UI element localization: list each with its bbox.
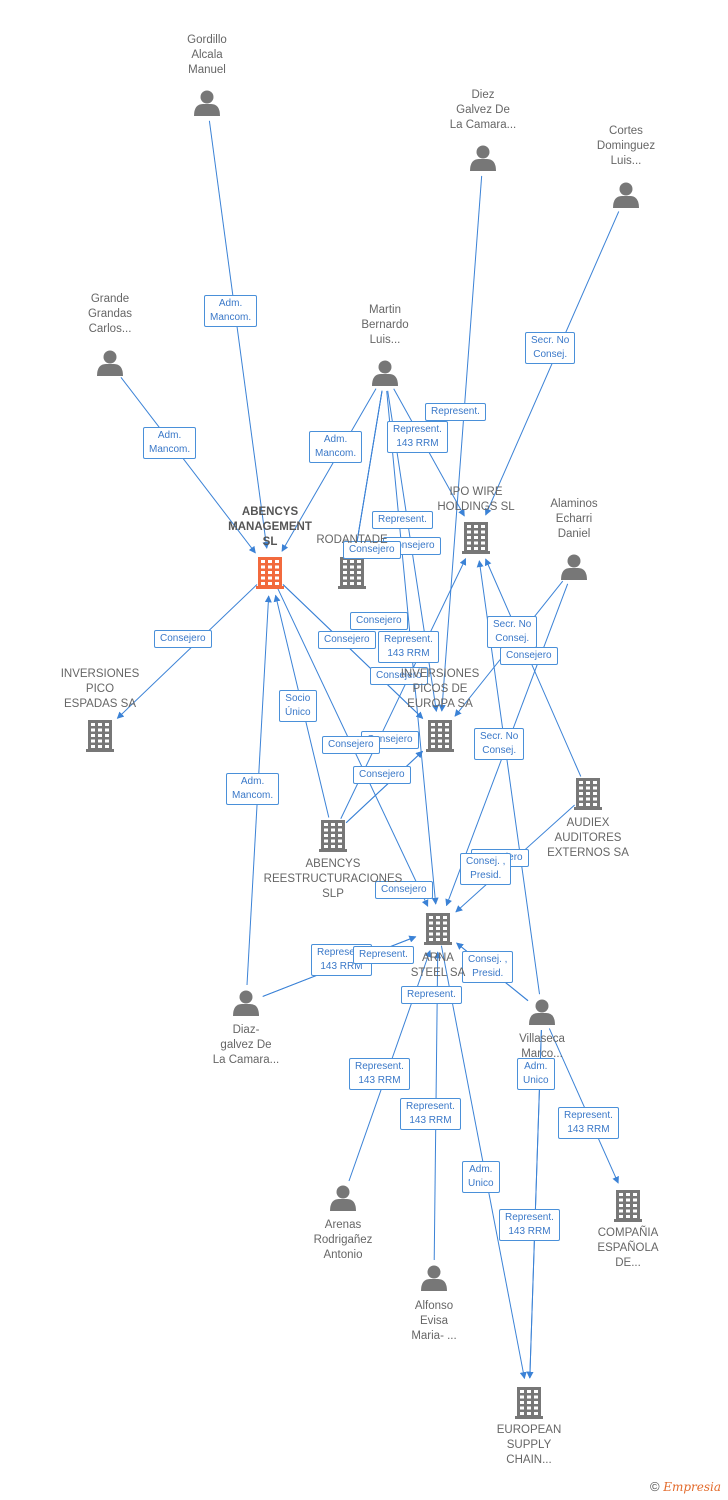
node-label-arna[interactable]: ARNA STEEL SA (410, 952, 466, 979)
node-label-audiex[interactable]: AUDIEX AUDITORES EXTERNOS SA (547, 817, 629, 859)
building-icon[interactable] (614, 1190, 642, 1222)
edge-line (208, 120, 270, 549)
building-icon[interactable] (86, 720, 114, 752)
node-label-inv_pico[interactable]: INVERSIONES PICO ESPADAS SA (60, 668, 140, 710)
person-icon[interactable] (372, 360, 398, 387)
edge-label[interactable]: Consejero (500, 647, 558, 665)
building-icon[interactable] (424, 913, 452, 945)
edge-label[interactable]: Adm. Mancom. (204, 295, 258, 327)
edge-label[interactable]: Adm. Mancom. (143, 427, 197, 459)
edge-label[interactable]: Represent. 143 RRM (400, 1098, 461, 1130)
edge-label[interactable]: Adm. Mancom. (309, 431, 363, 463)
building-icon[interactable] (574, 778, 602, 810)
edge-label[interactable]: Consejero (353, 766, 411, 784)
edge-label[interactable]: Secr. No Consej. (525, 332, 576, 364)
node-label-grande[interactable]: Grande Grandas Carlos... (87, 293, 133, 335)
edge-label[interactable]: Consejero (318, 631, 376, 649)
edge-label[interactable]: Represent. (372, 511, 433, 529)
node-label-rodantade[interactable]: RODANTADE (316, 534, 388, 546)
node-label-ipo[interactable]: IPO WIRE HOLDINGS SL (437, 486, 515, 513)
person-icon[interactable] (194, 90, 220, 117)
brand-name: Empresia (663, 1480, 722, 1494)
edge-label[interactable]: Consejero (154, 630, 212, 648)
person-icon[interactable] (561, 554, 587, 581)
building-icon[interactable] (338, 557, 366, 589)
edge-label[interactable]: Consej. , Presid. (462, 951, 514, 983)
node-label-european[interactable]: EUROPEAN SUPPLY CHAIN... (496, 1424, 562, 1466)
edge-line (548, 1028, 619, 1184)
person-icon[interactable] (97, 350, 123, 377)
person-icon[interactable] (233, 990, 259, 1017)
edge-label[interactable]: Consej. , Presid. (460, 853, 512, 885)
person-icon[interactable] (330, 1185, 356, 1212)
node-label-abencys_mgmt[interactable]: ABENCYS MANAGEMENT SL (228, 506, 312, 548)
edge-line (345, 750, 423, 824)
person-icon[interactable] (613, 182, 639, 209)
edge-label[interactable]: Secr. No Consej. (474, 728, 525, 760)
edge-label[interactable]: Consejero (343, 541, 401, 559)
node-label-gordillo[interactable]: Gordillo Alcala Manuel (187, 34, 227, 76)
edge-line (438, 175, 483, 712)
edge-label[interactable]: Represent. (401, 986, 462, 1004)
edge-label[interactable]: Socio Único (279, 690, 317, 722)
edge-line (120, 376, 256, 554)
focus-company-icon[interactable] (256, 557, 284, 589)
node-label-cortes[interactable]: Cortes Dominguez Luis... (596, 125, 656, 167)
node-label-martin[interactable]: Martin Bernardo Luis... (361, 304, 409, 346)
person-icon[interactable] (470, 145, 496, 172)
footer-brand[interactable]: © Empresia (650, 1479, 721, 1494)
building-icon[interactable] (426, 720, 454, 752)
building-icon[interactable] (462, 522, 490, 554)
edge-label[interactable]: Adm. Unico (462, 1161, 500, 1193)
node-label-diez[interactable]: Diez Galvez De La Camara... (449, 89, 517, 131)
node-label-villaseca[interactable]: Villaseca Marco... (519, 1033, 565, 1060)
edge-label[interactable]: Adm. Unico (517, 1058, 555, 1090)
copyright-symbol: © (650, 1479, 660, 1494)
node-label-abencys_reest[interactable]: ABENCYS REESTRUCTURACIONES SLP (263, 858, 403, 900)
person-icon[interactable] (421, 1265, 447, 1292)
edge-label[interactable]: Represent. 143 RRM (387, 421, 448, 453)
edge-label[interactable]: Consejero (350, 612, 408, 630)
edge-label[interactable]: Consejero (375, 881, 433, 899)
edge-label[interactable]: Represent. 143 RRM (349, 1058, 410, 1090)
node-label-diaz[interactable]: Diaz- galvez De La Camara... (212, 1024, 280, 1066)
node-label-inv_picos_europa[interactable]: INVERSIONES PICOS DE EUROPA SA (400, 668, 480, 710)
node-label-alfonso[interactable]: Alfonso Evisa Maria- ... (411, 1300, 457, 1342)
node-label-arenas[interactable]: Arenas Rodrigañez Antonio (313, 1219, 373, 1261)
edge-label[interactable]: Secr. No Consej. (487, 616, 538, 648)
building-icon[interactable] (319, 820, 347, 852)
node-label-compania[interactable]: COMPAÑIA ESPAÑOLA DE... (597, 1227, 659, 1269)
edge-label[interactable]: Represent. (425, 403, 486, 421)
edge-line (353, 390, 383, 550)
person-icon[interactable] (529, 999, 555, 1026)
node-label-alaminos[interactable]: Alaminos Echarri Daniel (550, 498, 598, 540)
edge-label[interactable]: Represent. 143 RRM (558, 1107, 619, 1139)
edge-label[interactable]: Represent. 143 RRM (378, 631, 439, 663)
edge-label[interactable]: Represent. 143 RRM (499, 1209, 560, 1241)
building-icon[interactable] (515, 1387, 543, 1419)
edge-line (116, 584, 258, 719)
edge-line (281, 388, 377, 552)
edge-label[interactable]: Adm. Mancom. (226, 773, 280, 805)
edge-label[interactable]: Consejero (370, 667, 428, 685)
edge-label[interactable]: Represent. (353, 946, 414, 964)
edge-label[interactable]: Consejero (322, 736, 380, 754)
edge-line (484, 558, 582, 777)
